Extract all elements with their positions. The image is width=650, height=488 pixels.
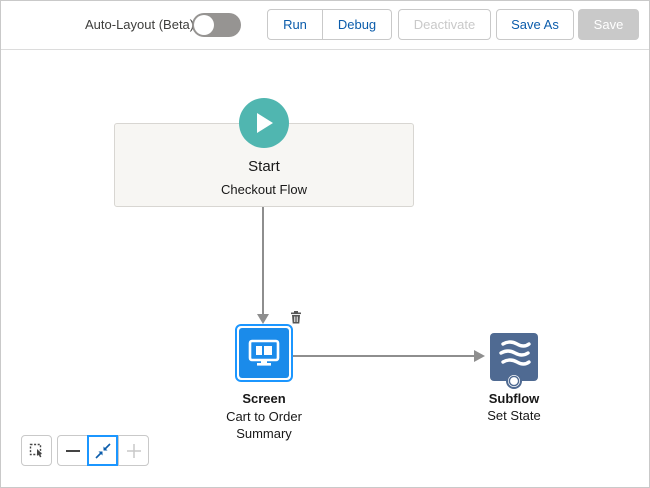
- screen-to-subflow-arrowhead: [474, 350, 485, 362]
- deactivate-button[interactable]: Deactivate: [398, 9, 491, 40]
- start-to-screen-arrowhead: [257, 314, 269, 324]
- zoom-in-button[interactable]: [118, 435, 149, 466]
- subflow-icon: [499, 340, 531, 389]
- screen-node-label-line1: Cart to Order: [226, 409, 302, 424]
- marquee-select-icon: [29, 443, 42, 457]
- debug-button[interactable]: Debug: [323, 9, 392, 40]
- zoom-out-button[interactable]: [57, 435, 88, 466]
- fit-view-button[interactable]: [87, 435, 118, 466]
- start-node-title: Start: [248, 158, 280, 175]
- auto-layout-toggle[interactable]: [192, 13, 241, 37]
- run-button[interactable]: Run: [267, 9, 323, 40]
- connectors: [257, 206, 485, 362]
- start-node-subtitle: Checkout Flow: [221, 182, 307, 197]
- subflow-node[interactable]: [490, 333, 538, 389]
- screen-node-label: Cart to Order Summary: [194, 408, 334, 442]
- toggle-knob: [194, 15, 214, 35]
- toolbar: Auto-Layout (Beta) Run Debug Deactivate …: [1, 1, 649, 50]
- plus-icon: [126, 443, 141, 458]
- screen-node-type: Screen: [242, 391, 286, 406]
- fit-view-icon: [94, 442, 111, 459]
- flow-canvas[interactable]: Start Checkout Flow: [1, 50, 649, 487]
- screen-icon: [239, 328, 289, 378]
- marquee-select-button[interactable]: [21, 435, 52, 466]
- screen-node[interactable]: [235, 324, 293, 382]
- auto-layout-label: Auto-Layout (Beta): [85, 17, 195, 32]
- subflow-node-type: Subflow: [488, 391, 540, 406]
- save-as-button[interactable]: Save As: [496, 9, 574, 40]
- save-button[interactable]: Save: [578, 9, 639, 40]
- play-icon[interactable]: [239, 98, 289, 148]
- subflow-node-label: Set State: [487, 408, 541, 423]
- minus-icon: [65, 449, 80, 452]
- trash-icon[interactable]: [290, 311, 302, 324]
- screen-node-label-line2: Summary: [236, 426, 292, 441]
